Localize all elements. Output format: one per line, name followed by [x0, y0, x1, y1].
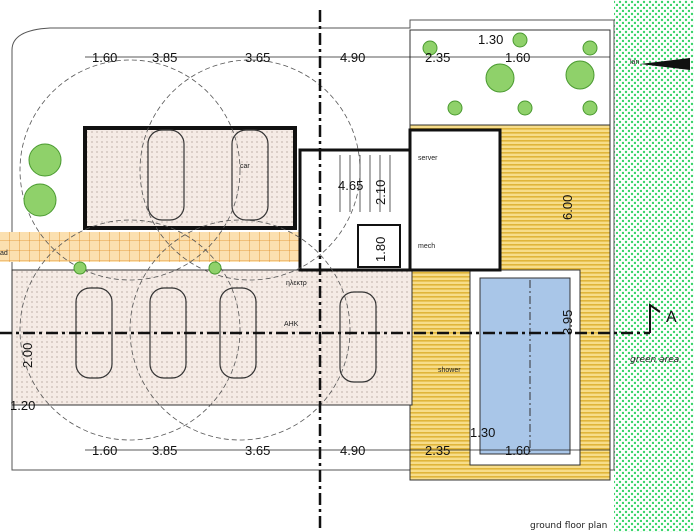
- section-marker: A: [666, 309, 677, 326]
- north-arrow-icon: [640, 58, 690, 70]
- car-label: car: [240, 163, 250, 170]
- north-label: lan: [630, 59, 639, 66]
- dimensions-top: 1.60 3.85 3.65 4.90 2.35 1.30 1.60: [92, 32, 530, 65]
- room-label-lift: AHK: [284, 321, 299, 328]
- dim-label: 1.60: [505, 443, 530, 458]
- dim-label: 6.00: [560, 195, 575, 220]
- dim-label: 1.60: [92, 443, 117, 458]
- green-area-label: green area: [630, 355, 679, 365]
- room-label-mech: mech: [418, 243, 435, 250]
- green-area: [614, 0, 694, 532]
- room-label-shower: shower: [438, 367, 461, 374]
- dim-label: 1.60: [92, 50, 117, 65]
- dim-label: 4.65: [338, 178, 363, 193]
- parking-area: [11, 269, 413, 406]
- room-label-server: server: [418, 155, 438, 162]
- dim-label: 3.85: [152, 443, 177, 458]
- room-label-electric: ηλεκτρ: [286, 280, 307, 287]
- service-rooms: [408, 128, 502, 272]
- dim-label: 3.95: [560, 310, 575, 335]
- dim-label: 1.30: [478, 32, 503, 47]
- lift-shaft: [357, 224, 401, 268]
- walkway: [0, 232, 300, 262]
- dim-label: 1.60: [505, 50, 530, 65]
- site-outline: [11, 19, 615, 471]
- dim-label: 1.20: [10, 398, 35, 413]
- garage: [83, 126, 297, 230]
- plan-title: ground floor plan: [530, 521, 607, 531]
- dim-label: 1.80: [373, 237, 388, 262]
- dim-label: 4.90: [340, 443, 365, 458]
- trees: [23, 32, 598, 275]
- dim-label: 1.30: [470, 425, 495, 440]
- dim-label: 2.35: [425, 50, 450, 65]
- pool: [479, 277, 571, 455]
- dim-label: 3.65: [245, 50, 270, 65]
- dim-label: 4.90: [340, 50, 365, 65]
- dim-label: 3.65: [245, 443, 270, 458]
- dim-label: 2.10: [373, 180, 388, 205]
- dim-label: 2.35: [425, 443, 450, 458]
- dimensions-bottom: 1.60 3.85 3.65 4.90 2.35 1.30 1.60: [92, 425, 530, 458]
- dim-label: 2.00: [20, 343, 35, 368]
- dim-label: 3.85: [152, 50, 177, 65]
- left-label: ad: [0, 250, 8, 257]
